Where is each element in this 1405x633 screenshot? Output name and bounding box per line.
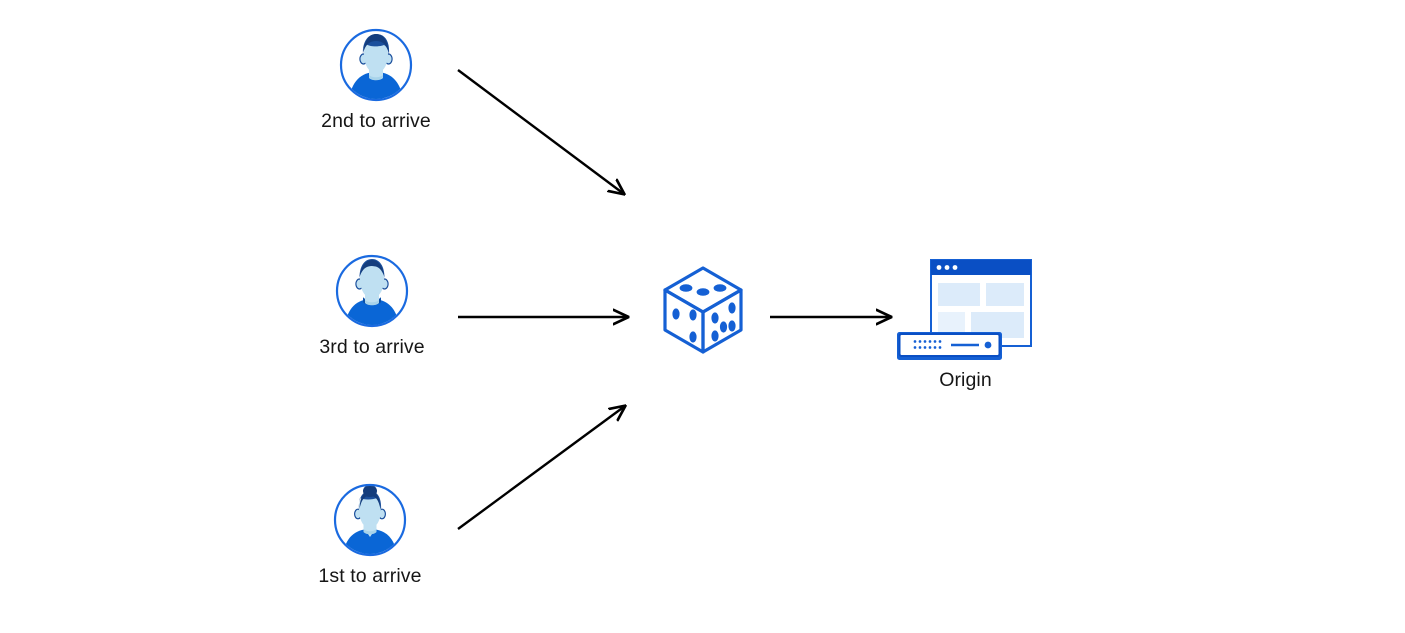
arrow-1st-to-dice (457, 406, 625, 530)
node-user-2nd[interactable]: 2nd to arrive (311, 28, 441, 133)
node-user-3rd[interactable]: 3rd to arrive (307, 254, 437, 359)
dice-icon (657, 262, 749, 358)
router-device-icon (897, 332, 1002, 360)
browser-window-icon (930, 259, 1032, 347)
node-label-origin: Origin (939, 369, 992, 391)
node-user-1st[interactable]: 1st to arrive (305, 483, 435, 588)
node-origin[interactable]: Origin (893, 256, 1038, 392)
node-label-user-3rd: 3rd to arrive (319, 336, 425, 358)
user-avatar-icon (335, 254, 409, 328)
origin-server-icon (893, 256, 1038, 361)
node-label-user-2nd: 2nd to arrive (321, 110, 431, 132)
user-avatar-icon (339, 28, 413, 102)
arrow-2nd-to-dice (457, 69, 624, 194)
node-label-user-1st: 1st to arrive (318, 565, 422, 587)
user-avatar-bun-icon (333, 483, 407, 557)
node-randomizer[interactable] (655, 262, 750, 358)
